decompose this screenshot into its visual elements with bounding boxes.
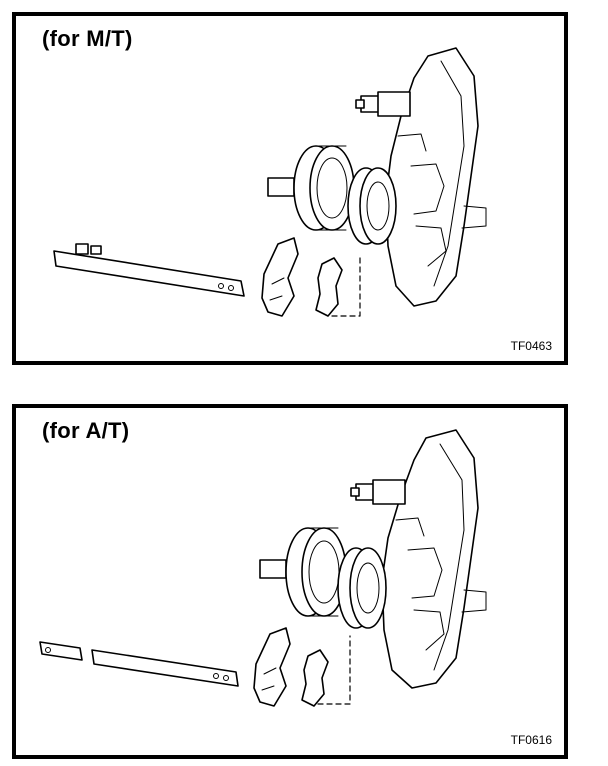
alignment-line xyxy=(331,253,361,317)
panel-mt: (for M/T) TF0463 xyxy=(12,12,568,365)
output-shaft xyxy=(350,479,406,505)
figure-code: TF0616 xyxy=(510,733,552,747)
mt-assembly-diagram xyxy=(53,47,487,317)
panel-title: (for A/T) xyxy=(42,418,130,443)
panel-at: (for A/T) TF0616 xyxy=(12,404,568,759)
hub-sleeve-assembly xyxy=(267,145,397,245)
shift-fork-shaft xyxy=(53,243,245,297)
transmission-housing xyxy=(385,47,487,307)
hub-sleeve-assembly xyxy=(259,527,387,629)
shift-head xyxy=(315,257,343,317)
output-shaft xyxy=(355,91,411,117)
at-assembly-diagram xyxy=(39,429,487,707)
shift-fork xyxy=(261,237,299,317)
shift-fork xyxy=(253,627,291,707)
shift-head xyxy=(301,649,329,707)
shift-fork-shaft xyxy=(39,641,239,687)
panel-title: (for M/T) xyxy=(42,26,133,51)
figure-code: TF0463 xyxy=(510,339,552,353)
alignment-line xyxy=(317,635,351,705)
transmission-housing xyxy=(381,429,487,689)
